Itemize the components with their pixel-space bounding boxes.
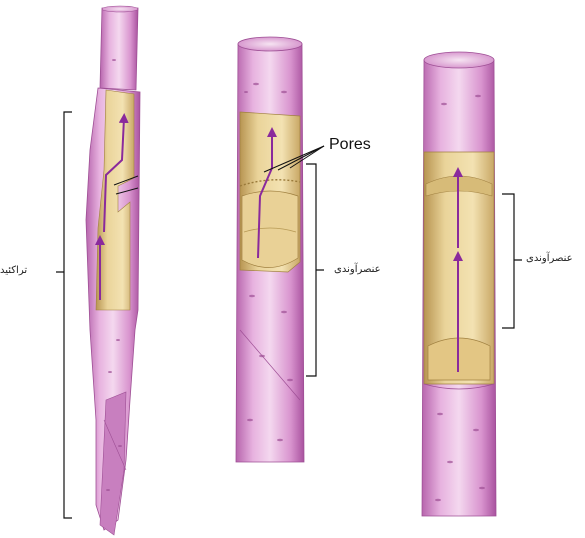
tracheid-label: تراکئید (0, 265, 27, 276)
pores-label: Pores (329, 136, 371, 154)
tracheid-bracket (56, 112, 72, 518)
vessel-element-label-right: عنصرآوندی (526, 253, 573, 264)
vessel-bracket-middle (306, 164, 324, 376)
tracheid-cell (86, 6, 140, 535)
vessel-bracket-right (502, 194, 522, 328)
vessel-element-label-middle: عنصرآوندی (334, 264, 381, 275)
vessel-element-right (422, 52, 496, 516)
vessel-element-middle (236, 37, 324, 462)
